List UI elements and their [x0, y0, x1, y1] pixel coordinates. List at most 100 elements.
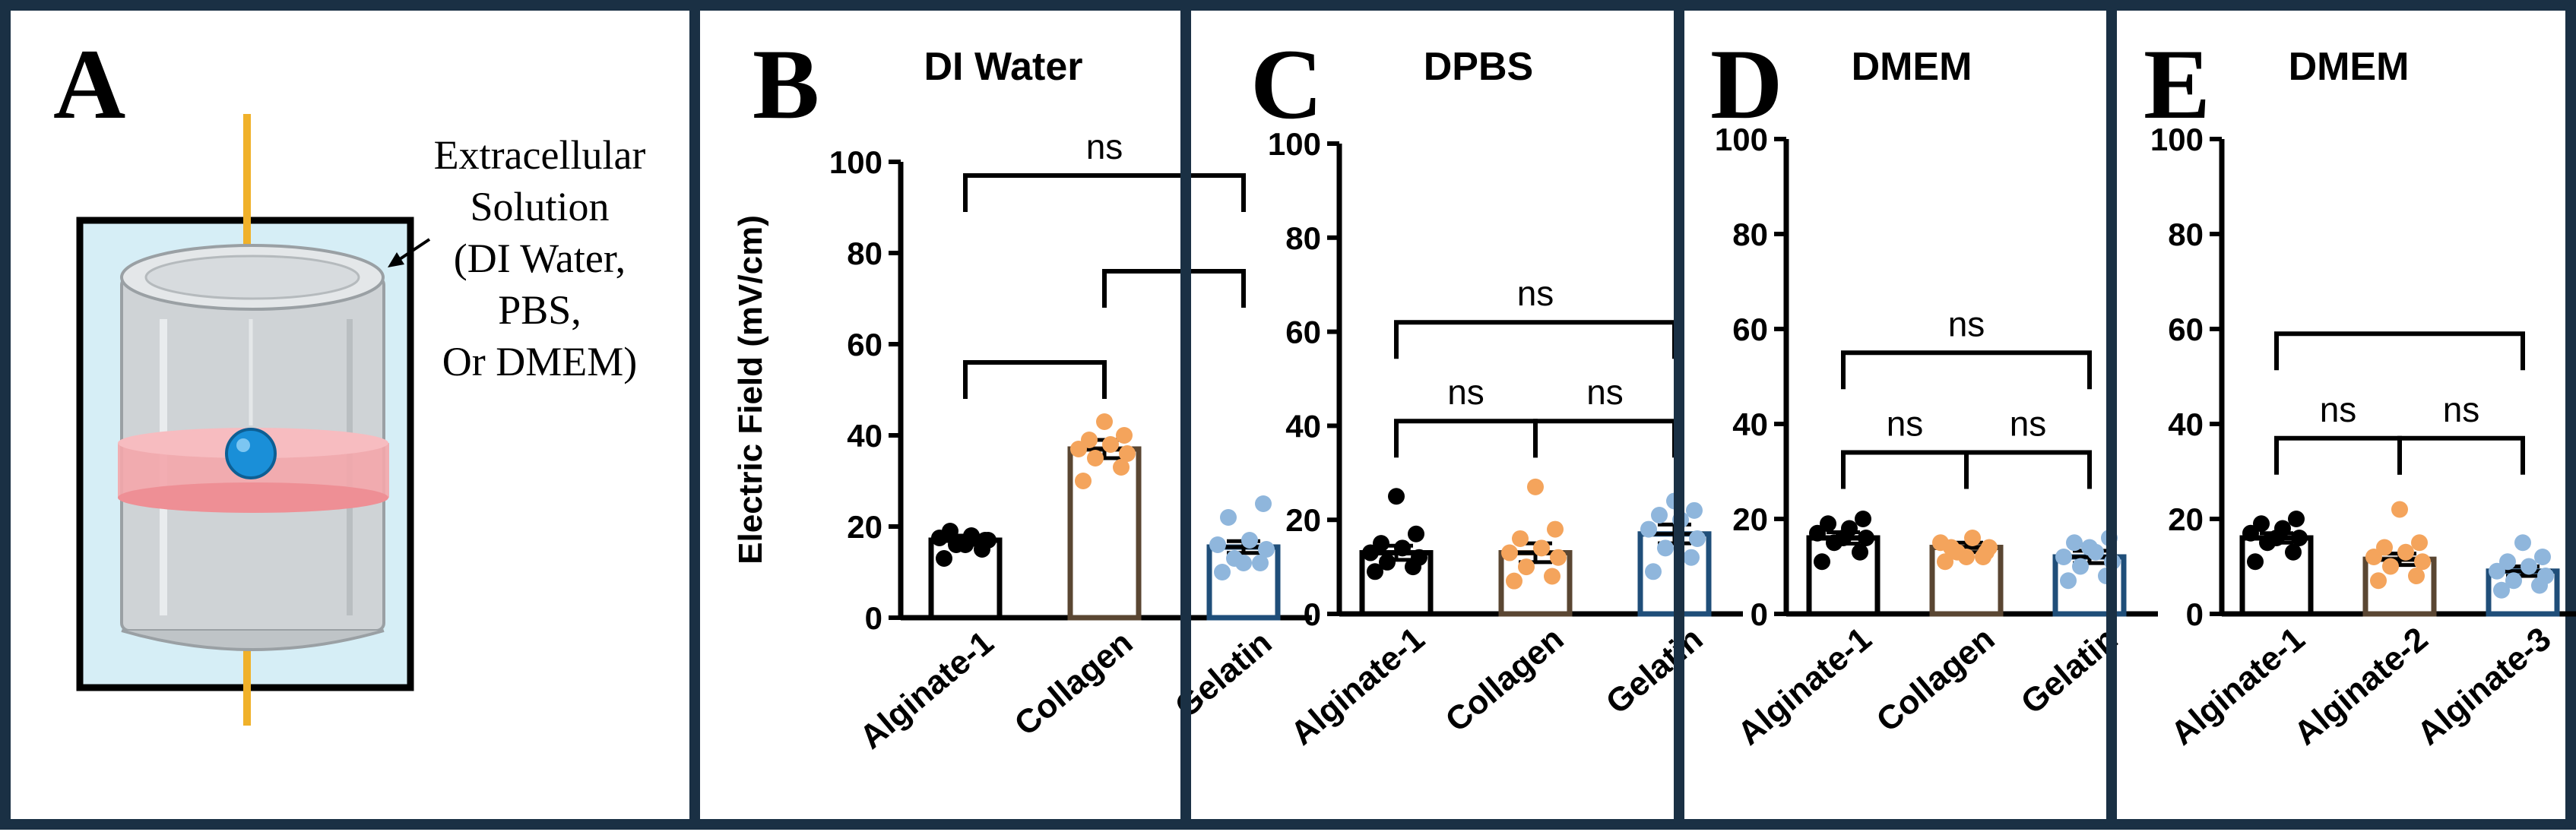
y-tick-label: 0: [1751, 596, 1768, 632]
significance-bracket: [1841, 350, 2092, 390]
y-tick-label: 80: [2168, 217, 2204, 252]
data-point: [2514, 534, 2531, 552]
y-tick-label: 60: [847, 327, 882, 362]
y-tick-label: 100: [1268, 126, 1321, 162]
y-tick-label: 40: [847, 418, 882, 454]
data-point: [1081, 432, 1098, 448]
chart-title: DPBS: [1424, 45, 1533, 89]
panel-letter-c: C: [1250, 28, 1323, 140]
data-point: [1235, 555, 1252, 571]
data-point: [1394, 539, 1411, 557]
data-point: [1388, 488, 1405, 505]
y-tick-label: 40: [2168, 406, 2204, 442]
data-point: [1835, 530, 1852, 546]
data-point: [1501, 544, 1518, 561]
significance-bracket: [1102, 269, 1246, 308]
data-point: [2072, 558, 2089, 575]
significance-label: ns: [1948, 304, 1985, 343]
data-point: [1113, 459, 1130, 476]
significance-bracket: [2274, 435, 2402, 475]
data-point: [1964, 530, 1981, 546]
annotation-line-2: Solution: [470, 184, 609, 229]
data-point: [1820, 515, 1836, 533]
data-point: [1689, 530, 1706, 547]
annotation-arrow: [394, 238, 431, 264]
data-point: [2521, 558, 2537, 575]
y-tick-label: 20: [847, 509, 882, 545]
x-tick-label: Alginate-1: [2164, 620, 2311, 752]
panel-letter-e: E: [2143, 28, 2210, 140]
data-point: [2493, 581, 2510, 599]
y-tick-label: 80: [847, 236, 882, 271]
x-tick-label: Alginate-1: [1731, 620, 1878, 752]
hydrogel-disc: [118, 428, 389, 513]
data-point: [2411, 534, 2428, 552]
significance-label: ns: [1586, 372, 1624, 412]
data-point: [1258, 541, 1275, 558]
y-tick-label: 60: [1285, 315, 1321, 350]
data-point: [2397, 543, 2414, 561]
data-point: [2376, 539, 2393, 556]
data-point: [1978, 543, 1995, 561]
annotation-line-5: Or DMEM): [442, 339, 637, 384]
y-tick-label: 0: [865, 600, 882, 636]
data-point: [1214, 564, 1231, 580]
y-tick-label: 40: [1285, 408, 1321, 444]
chart-title: DMEM: [1852, 45, 1972, 89]
chart-title: DI Water: [924, 45, 1083, 89]
significance-bracket: [1964, 450, 2092, 489]
data-point: [1506, 572, 1522, 590]
data-point: [2408, 568, 2425, 584]
data-point: [2268, 530, 2285, 546]
panel-a-schematic: A Extracellular Solu: [0, 0, 700, 830]
significance-bracket: [963, 360, 1107, 399]
data-point: [1220, 509, 1237, 526]
data-point: [1373, 535, 1389, 552]
y-tick-label: 60: [1732, 312, 1768, 347]
data-point: [1512, 530, 1529, 547]
cell-sphere: [225, 428, 277, 479]
data-point: [2382, 558, 2399, 575]
data-point: [1547, 520, 1564, 538]
significance-bracket: [1841, 450, 1969, 489]
panel-frame-e: [2106, 0, 2576, 830]
data-point: [1096, 413, 1113, 430]
data-point: [1943, 539, 1960, 556]
data-point: [1379, 553, 1396, 571]
data-point: [2499, 553, 2516, 571]
data-point: [1657, 539, 1674, 557]
data-point: [2066, 534, 2083, 552]
data-point: [1686, 501, 1703, 519]
data-point: [1527, 478, 1544, 495]
data-point: [1544, 568, 1560, 585]
data-point: [1683, 549, 1700, 566]
data-point: [2534, 549, 2551, 565]
data-point: [1814, 553, 1830, 571]
data-point: [2060, 572, 2077, 590]
significance-bracket: [1533, 419, 1677, 458]
y-tick-label: 80: [1285, 220, 1321, 256]
data-point: [2537, 568, 2554, 584]
significance-label: ns: [2010, 404, 2047, 444]
y-tick-label: 60: [2168, 312, 2204, 347]
y-axis-label: Electric Field (mV/cm): [732, 215, 769, 565]
panel-letter-b: B: [753, 28, 819, 140]
x-tick-label: Alginate-1: [1284, 620, 1431, 752]
significance-bracket: [2274, 331, 2525, 371]
data-point: [1255, 495, 1272, 512]
data-point: [2365, 549, 2382, 565]
significance-bracket: [2397, 435, 2525, 475]
significance-label: ns: [1887, 404, 1924, 444]
x-tick-label: Alginate-2: [2287, 620, 2435, 752]
data-point: [1252, 555, 1269, 571]
data-point: [2242, 524, 2259, 542]
data-point: [1367, 563, 1383, 580]
data-point: [2414, 553, 2431, 571]
significance-label: ns: [1517, 274, 1554, 313]
data-point: [1518, 558, 1535, 576]
y-tick-label: 100: [2150, 122, 2204, 157]
data-point: [1809, 524, 1826, 542]
